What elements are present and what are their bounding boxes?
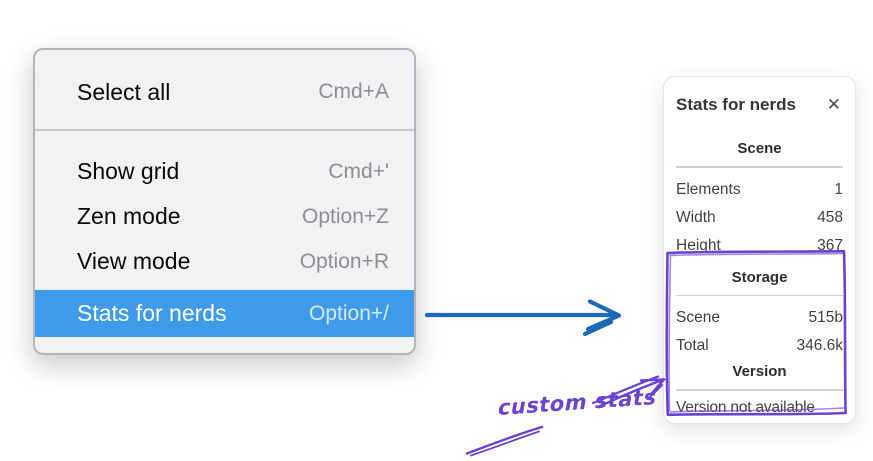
menu-item-label: Stats for nerds (77, 300, 227, 326)
menu-item-label: View mode (77, 248, 191, 274)
stat-label: Width (676, 208, 716, 226)
menu-item-shortcut: Option+Z (302, 204, 389, 228)
stat-label: Scene (676, 309, 720, 326)
close-icon[interactable]: ✕ (826, 94, 841, 115)
stat-label: Elements (676, 180, 741, 198)
menu-item-zen-mode[interactable]: Zen mode Option+Z (35, 194, 414, 239)
stat-row-scene-size: Scene 515b (676, 304, 843, 332)
menu-divider (35, 129, 414, 131)
section-title-scene: Scene (737, 140, 782, 157)
menu-item-view-mode[interactable]: View mode Option+R (35, 239, 414, 284)
stat-row-width: Width 458 (676, 204, 843, 232)
stats-panel: Stats for nerds ✕ Scene Elements 1 Width… (663, 76, 856, 424)
menu-item-shortcut: Cmd+A (318, 80, 389, 103)
menu-item-label: Select all (77, 78, 171, 105)
menu-item-shortcut: Cmd+' (328, 159, 389, 183)
stat-value: 346.6k (796, 337, 843, 354)
menu-item-select-all[interactable]: Select all Cmd+A (35, 64, 414, 120)
stat-value: 1 (834, 180, 843, 198)
menu-item-shortcut: Option+R (299, 249, 389, 273)
menu-item-label: Show grid (77, 158, 180, 184)
section-divider (676, 294, 843, 296)
annotation-text: custom stats (497, 384, 657, 421)
menu-item-show-grid[interactable]: Show grid Cmd+' (35, 149, 414, 194)
section-divider (676, 166, 843, 168)
annotation-arrow-icon (465, 375, 666, 457)
version-message: Version not available (676, 398, 815, 416)
stat-row-total-size: Total 346.6k (676, 332, 843, 360)
stats-panel-header: Stats for nerds ✕ (676, 93, 843, 117)
menu-item-label: Zen mode (77, 203, 181, 229)
stat-row-height: Height 367 (676, 232, 843, 260)
stats-panel-title: Stats for nerds (676, 95, 796, 114)
context-menu: Select all Cmd+A Show grid Cmd+' Zen mod… (33, 48, 416, 355)
stat-value: 367 (817, 236, 843, 254)
section-divider (676, 389, 843, 391)
section-title-version: Version (732, 363, 787, 380)
stat-value: 458 (817, 208, 843, 226)
menu-item-stats-for-nerds[interactable]: Stats for nerds Option+/ (35, 290, 414, 337)
arrow-right-icon (424, 299, 622, 337)
stat-label: Height (676, 236, 721, 254)
menu-item-shortcut: Option+/ (309, 301, 389, 325)
stat-row-elements: Elements 1 (676, 176, 843, 204)
section-title-storage: Storage (731, 268, 788, 286)
stat-label: Total (676, 337, 709, 354)
stat-value: 515b (808, 309, 843, 326)
